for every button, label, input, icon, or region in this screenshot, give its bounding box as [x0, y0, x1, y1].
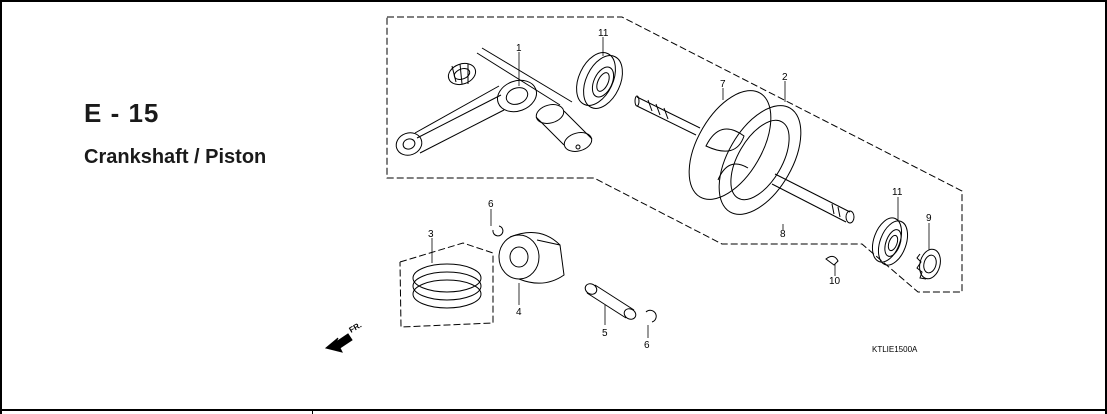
callout-11-upper: 11 — [598, 28, 609, 39]
callout-2: 2 — [782, 72, 788, 83]
figure-code: KTLIE1500A — [872, 345, 918, 354]
piston-pin-clip-lower — [645, 309, 657, 323]
callout-8: 8 — [780, 229, 786, 240]
crank-pin — [535, 104, 593, 152]
main-bearing-upper — [576, 52, 623, 109]
drive-gear — [916, 248, 941, 280]
callout-7: 7 — [720, 79, 726, 90]
footer-rule — [0, 409, 1107, 411]
piston — [498, 232, 565, 284]
small-end-bearing — [447, 62, 477, 86]
callout-5: 5 — [602, 328, 608, 339]
footer-divider — [312, 409, 313, 414]
callout-3: 3 — [428, 229, 434, 240]
callout-4: 4 — [516, 307, 522, 318]
crankshaft — [634, 90, 855, 224]
front-direction-label: FR. — [348, 320, 364, 334]
piston-rings — [399, 242, 494, 328]
woodruff-key — [825, 255, 839, 266]
callout-1: 1 — [516, 43, 522, 54]
callout-10: 10 — [829, 276, 841, 287]
front-direction-arrow — [324, 333, 353, 353]
piston-pin — [584, 283, 637, 320]
callout-6-upper: 6 — [488, 199, 494, 210]
assembly-boundary — [386, 16, 963, 293]
piston-pin-clip-upper — [492, 225, 504, 237]
callout-6-lower: 6 — [644, 340, 650, 351]
callout-11-lower: 11 — [892, 187, 903, 198]
section-code: E - 15 — [84, 98, 160, 128]
section-title: Crankshaft / Piston — [84, 146, 267, 168]
main-bearing-lower — [871, 217, 909, 266]
leader-lines — [431, 37, 930, 338]
callout-9: 9 — [926, 213, 932, 224]
connecting-rod — [395, 79, 537, 156]
